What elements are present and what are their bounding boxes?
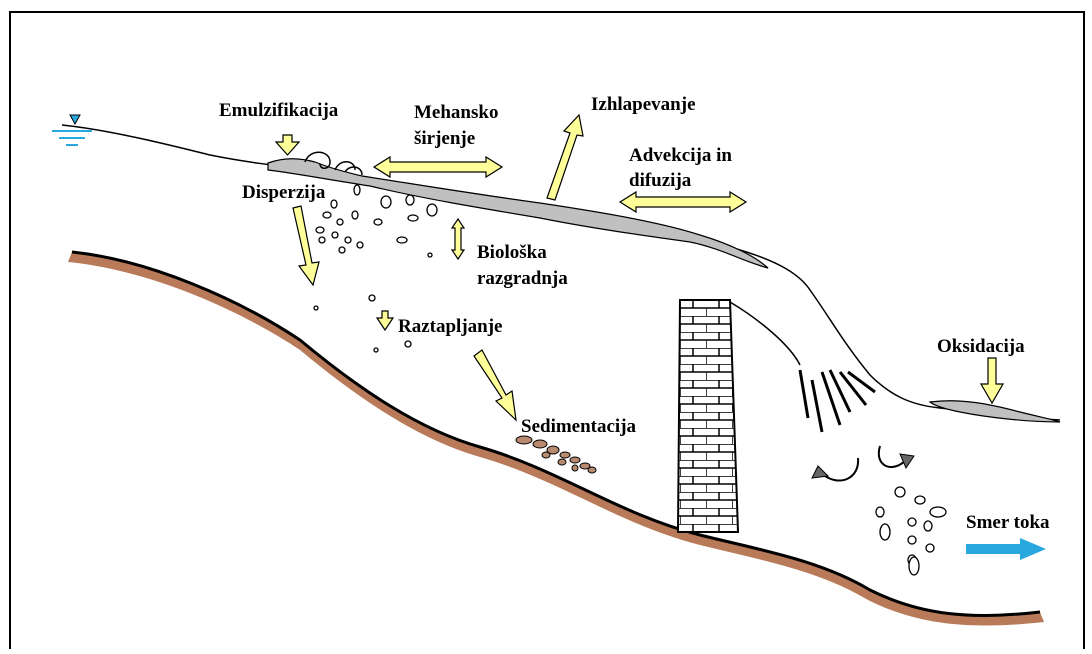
advection-arrow — [620, 192, 746, 212]
riverbed — [68, 252, 1044, 626]
label-emulsification: Emulzifikacija — [219, 100, 339, 121]
label-mechanical-spreading-1: Mehansko — [414, 102, 498, 123]
emulsification-arrow — [276, 135, 299, 155]
label-biodegradation-2: razgradnja — [477, 268, 568, 289]
dissolution-arrow — [377, 311, 393, 330]
label-dissolution: Raztapljanje — [398, 316, 502, 337]
label-advection-1: Advekcija in — [629, 145, 732, 166]
label-mechanical-spreading-2: širjenje — [414, 128, 475, 149]
downstream-droplets — [876, 487, 946, 575]
water-level-icon — [52, 115, 92, 145]
frame-border — [10, 12, 1084, 649]
brick-wall — [678, 300, 738, 532]
swirl-arrow-icon — [812, 446, 914, 481]
sedimentation-arrow — [474, 350, 516, 420]
label-flow-direction: Smer toka — [966, 512, 1050, 533]
spreading-arrow — [374, 157, 502, 177]
oil-slick-oxidation — [930, 401, 1060, 422]
biodegradation-arrow — [452, 219, 464, 259]
oxidation-arrow — [981, 358, 1003, 403]
flow-arrow-icon — [966, 538, 1046, 560]
label-advection-2: difuzija — [629, 170, 692, 191]
dispersion-arrow — [293, 206, 319, 285]
label-evaporation: Izhlapevanje — [591, 94, 696, 115]
waterfall — [730, 302, 875, 432]
evaporation-arrow — [547, 115, 583, 200]
label-sedimentation: Sedimentacija — [521, 416, 637, 437]
process-labels: Emulzifikacija Mehansko širjenje Izhlape… — [219, 94, 1050, 533]
label-dispersion: Disperzija — [242, 182, 326, 203]
label-oxidation: Oksidacija — [937, 336, 1025, 357]
label-biodegradation-1: Biološka — [477, 242, 547, 263]
